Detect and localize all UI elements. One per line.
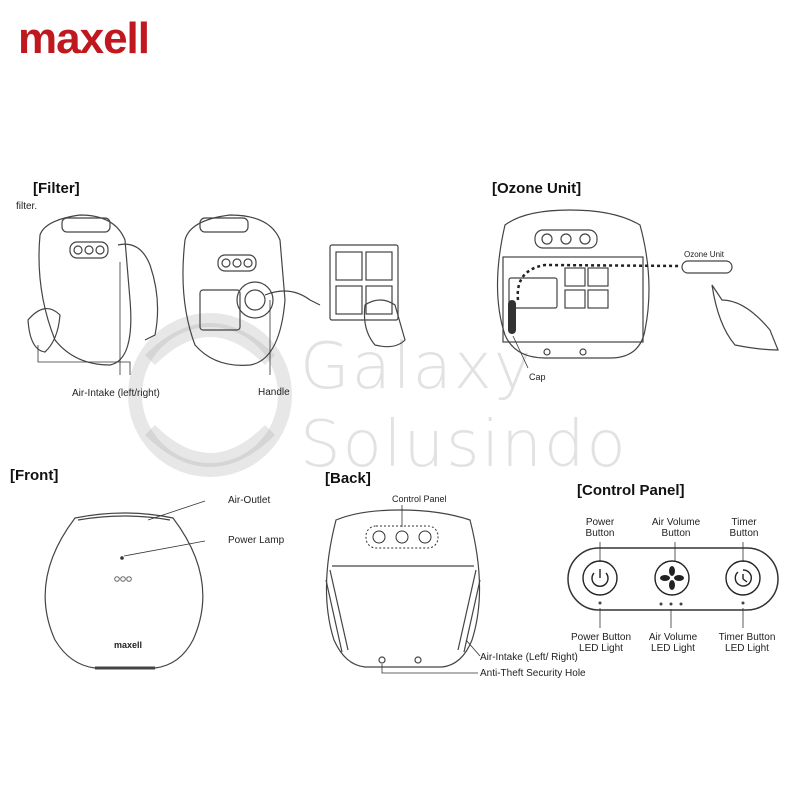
hand-right-1 [117, 243, 159, 341]
label-handle: Handle [258, 387, 290, 398]
filter-panel [329, 244, 399, 321]
ozone-cap [508, 300, 516, 334]
hand-filter [363, 299, 406, 348]
front-body [44, 512, 204, 669]
timer-led [741, 601, 745, 605]
filter-unit-1-top [61, 217, 111, 233]
front-power-lamp-dot [120, 556, 124, 560]
filter-note: filter. [16, 201, 38, 212]
label-air-outlet: Air-Outlet [228, 495, 271, 506]
hand-right-2 [264, 290, 321, 306]
control-panel-frame [567, 547, 779, 611]
watermark-line-1: Galaxy [300, 330, 534, 404]
filter-fan [236, 281, 274, 319]
air-volume-led-1 [659, 602, 663, 606]
hand-left-1 [27, 308, 61, 353]
back-section-title: [Back] [325, 470, 371, 487]
air-volume-led-2 [669, 602, 673, 606]
label-control-panel: Control Panel [392, 494, 447, 504]
label-power-lamp: Power Lamp [228, 535, 285, 546]
front-body-logo: maxell [114, 640, 143, 650]
filter-section-title: [Filter] [33, 180, 80, 197]
ozone-unit-part [681, 260, 733, 274]
power-led [598, 601, 602, 605]
ozone-unit-body [496, 209, 650, 359]
watermark-line-2: Solusindo [300, 408, 628, 482]
label-air-intake-left-right: Air-Intake (left/right) [72, 388, 160, 399]
hand-ozone [711, 284, 779, 351]
front-section-title: [Front] [10, 467, 59, 484]
air-volume-button [654, 560, 690, 596]
label-anti-theft-hole: Anti-Theft Security Hole [480, 668, 586, 679]
maxell-logo: maxell [18, 14, 150, 63]
control-panel-section-title: [Control Panel] [577, 482, 685, 499]
ozone-section-title: [Ozone Unit] [492, 180, 582, 197]
label-ozone-unit: Ozone Unit [684, 250, 725, 259]
air-volume-led-3 [679, 602, 683, 606]
filter-unit-1-body [38, 214, 132, 366]
back-body [325, 509, 481, 668]
label-back-air-intake: Air-Intake (Left/ Right) [480, 652, 578, 663]
label-cap: Cap [529, 372, 546, 382]
power-button [582, 560, 618, 596]
timer-button [725, 560, 761, 596]
